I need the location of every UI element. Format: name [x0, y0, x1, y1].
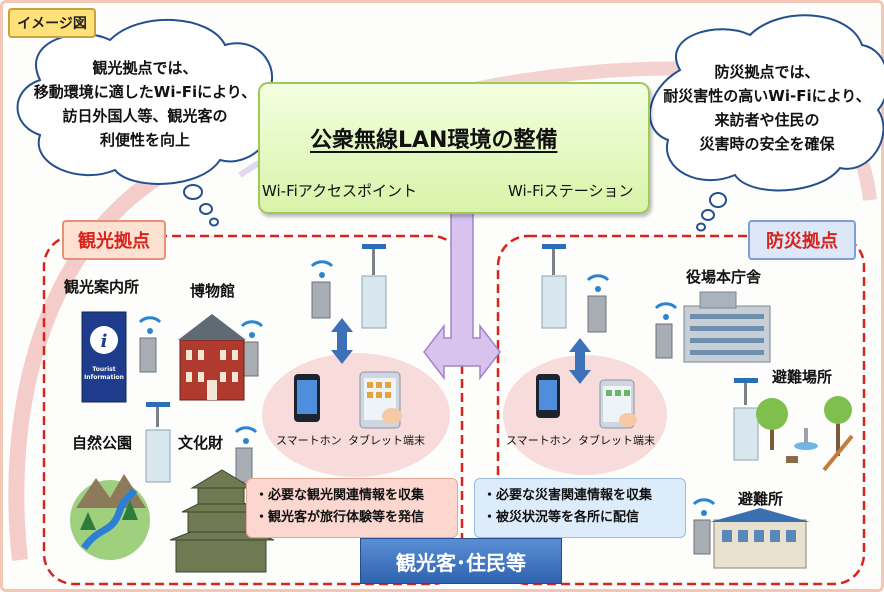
tourism-zone-border: [42, 234, 464, 586]
nature-park-illustration: [70, 474, 150, 560]
tourism-info-line-2: ・観光客が旅行体験等を発信: [255, 510, 425, 525]
place-town-hall: 役場本庁舎: [686, 268, 762, 286]
place-nature-park: 自然公園: [72, 434, 133, 452]
tourism-ap-1: [310, 260, 334, 319]
connection-arrow: [423, 209, 501, 381]
place-tourist-office: 観光案内所: [64, 278, 140, 296]
disaster-info-box: ・必要な災害関連情報を収集 ・被災状況等を各所に配信: [474, 478, 686, 538]
right-thought-cloud: [648, 14, 884, 232]
place-evacuation-shelter: 避難所: [738, 490, 784, 508]
place-museum: 博物館: [190, 282, 236, 300]
evacuation-area-illustration: [756, 396, 854, 472]
castle-illustration: [169, 469, 275, 573]
right-cloud-line-4: 災害時の安全を確保: [699, 135, 835, 153]
access-point-label: Wi-Fiアクセスポイント: [262, 182, 418, 200]
disaster-smartphone-label: スマートホン: [506, 434, 572, 447]
disaster-info-line-2: ・被災状況等を各所に配信: [483, 510, 640, 525]
tourism-tablet-label: タブレット端末: [348, 434, 425, 447]
disaster-zone-border: [496, 234, 866, 586]
disaster-ap-1: [586, 274, 610, 333]
tourism-station-2: [145, 402, 171, 483]
disaster-station-2: [733, 378, 759, 461]
disaster-smartphone: [536, 374, 560, 418]
shelter-illustration: [710, 508, 810, 569]
disaster-ap-2: [654, 302, 678, 359]
left-cloud-text: 観光拠点では、 移動環境に適したWi-Fiにより、 訪日外国人等、観光客の 利便…: [30, 56, 260, 152]
tourist-info-sign: i: [81, 311, 127, 403]
place-cultural-asset: 文化財: [178, 434, 224, 452]
right-cloud-line-2: 耐災害性の高いWi-Fiにより、: [663, 87, 871, 105]
disaster-info-line-1: ・必要な災害関連情報を収集: [483, 488, 653, 503]
town-hall-illustration: [683, 291, 771, 363]
left-cloud-line-2: 移動環境に適したWi-Fiにより、: [33, 83, 257, 101]
left-cloud-line-4: 利便性を向上: [99, 131, 190, 149]
right-cloud-line-3: 来訪者や住民の: [714, 111, 820, 129]
image-tag: イメージ図: [8, 8, 96, 38]
disaster-ap-3: [692, 498, 716, 555]
museum-illustration: [178, 314, 246, 401]
tourism-ap-3: [240, 320, 264, 377]
disaster-tablet-label: タブレット端末: [578, 434, 655, 447]
bottom-banner: 観光客･住民等: [360, 538, 562, 584]
disaster-zone-label: 防災拠点: [748, 220, 856, 260]
tourism-smartphone: [294, 374, 320, 422]
tourism-info-box: ・必要な観光関連情報を収集 ・観光客が旅行体験等を発信: [246, 478, 458, 538]
sync-arrows: [331, 318, 591, 384]
station-label: Wi-Fiステーション: [508, 182, 634, 200]
tourism-ap-4: [234, 426, 258, 483]
tourist-info-sign-text: Tourist Information: [84, 366, 124, 381]
tourism-ap-2: [138, 316, 162, 373]
page-title: 公衆無線LAN環境の整備: [310, 128, 558, 153]
center-title-box: [258, 82, 650, 214]
tourism-info-line-1: ・必要な観光関連情報を収集: [255, 488, 425, 503]
disaster-tablet: [599, 379, 637, 429]
disaster-station-1: [541, 244, 567, 329]
tourism-station-1: [361, 244, 387, 329]
left-cloud-line-1: 観光拠点では、: [92, 59, 198, 77]
tourism-smartphone-label: スマートホン: [276, 434, 342, 447]
right-cloud-text: 防災拠点では、 耐災害性の高いWi-Fiにより、 来訪者や住民の 災害時の安全を…: [662, 60, 872, 156]
tourism-zone-label: 観光拠点: [62, 220, 166, 260]
left-cloud-line-3: 訪日外国人等、観光客の: [62, 107, 228, 125]
svg-text:i: i: [101, 331, 108, 352]
tourism-tablet: [359, 371, 402, 429]
right-cloud-line-1: 防災拠点では、: [714, 63, 820, 81]
place-evacuation-area: 避難場所: [772, 368, 833, 386]
